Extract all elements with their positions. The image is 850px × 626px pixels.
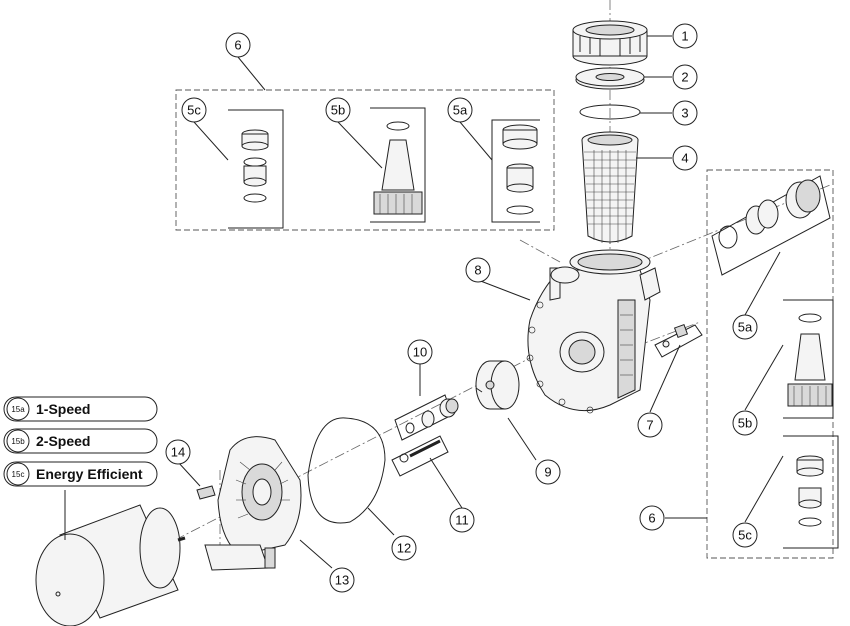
- callout-11: 11: [449, 507, 475, 533]
- part-strainer-basket: [581, 131, 639, 244]
- part-lid-ring: [572, 20, 648, 66]
- callout-8: 8: [465, 257, 491, 283]
- callout-6-top-label: 6: [234, 38, 241, 53]
- callout-5c-right-label: 5c: [738, 528, 752, 543]
- callout-5c-top-label: 5c: [187, 103, 201, 118]
- motor-option-label: 2-Speed: [36, 433, 90, 449]
- callout-13-label: 13: [335, 573, 349, 588]
- callout-5b-right-label: 5b: [738, 416, 752, 431]
- kit-5b-top-group: [370, 107, 426, 223]
- callout-leader-lines: [64, 35, 784, 569]
- callout-6-right: 6: [639, 505, 665, 531]
- motor-option-label: 1-Speed: [36, 401, 90, 417]
- kit-6-top-box: [175, 89, 555, 231]
- part-motor: [35, 504, 186, 626]
- kit-5a-right-group: [711, 175, 831, 276]
- callout-5a-top: 5a: [447, 97, 473, 123]
- callout-5a-right: 5a: [732, 314, 758, 340]
- callout-12-label: 12: [397, 541, 411, 556]
- callout-9-label: 9: [544, 465, 551, 480]
- kit-5b-right-group: [783, 299, 834, 419]
- callout-5a-right-label: 5a: [738, 320, 753, 335]
- part-lid-o-ring: [579, 104, 641, 120]
- part-pump-housing: [526, 249, 661, 414]
- motor-option-code: 15a: [11, 405, 25, 414]
- callout-12: 12: [391, 535, 417, 561]
- part-motor-key: [196, 485, 216, 500]
- callout-4-label: 4: [681, 151, 688, 166]
- motor-option-energy-efficient: 15c Energy Efficient: [3, 461, 158, 487]
- callout-3-label: 3: [681, 106, 688, 121]
- callout-10: 10: [407, 339, 433, 365]
- callout-10-label: 10: [413, 345, 427, 360]
- callout-7-label: 7: [646, 418, 653, 433]
- motor-option-label: Energy Efficient: [36, 466, 143, 482]
- part-seal-kit: [394, 394, 459, 441]
- callout-2-label: 2: [681, 70, 688, 85]
- part-drain-plugs: [654, 323, 703, 358]
- motor-option-code: 15c: [12, 470, 25, 479]
- callout-11-label: 11: [455, 513, 469, 528]
- callout-5a-top-label: 5a: [453, 103, 468, 118]
- part-impeller: [475, 360, 520, 410]
- callout-3: 3: [672, 100, 698, 126]
- callout-5b-right: 5b: [732, 410, 758, 436]
- callout-7: 7: [637, 412, 663, 438]
- callout-6-right-label: 6: [648, 511, 655, 526]
- part-seal-plate: [204, 436, 302, 571]
- callout-5c-top: 5c: [181, 97, 207, 123]
- kit-5c-top-group: [228, 109, 284, 229]
- motor-option-code: 15b: [11, 437, 25, 446]
- callout-6-top: 6: [225, 32, 251, 58]
- part-lid: [575, 67, 645, 90]
- motor-option-1-speed: 15a 1-Speed: [3, 396, 158, 422]
- kit-5c-right-group: [783, 435, 839, 549]
- callout-9: 9: [535, 459, 561, 485]
- callout-2: 2: [672, 64, 698, 90]
- callout-1: 1: [672, 23, 698, 49]
- kit-5a-top-group: [491, 119, 540, 223]
- callout-14-label: 14: [171, 445, 185, 460]
- callout-8-label: 8: [474, 263, 481, 278]
- callout-4: 4: [672, 145, 698, 171]
- callout-5b-top-label: 5b: [331, 103, 345, 118]
- part-bolt-kit: [391, 435, 449, 477]
- callout-5c-right: 5c: [732, 522, 758, 548]
- callout-14: 14: [165, 439, 191, 465]
- callout-13: 13: [329, 567, 355, 593]
- callout-5b-top: 5b: [325, 97, 351, 123]
- part-housing-o-ring: [307, 417, 386, 524]
- callout-1-label: 1: [681, 29, 688, 44]
- motor-option-2-speed: 15b 2-Speed: [3, 428, 158, 454]
